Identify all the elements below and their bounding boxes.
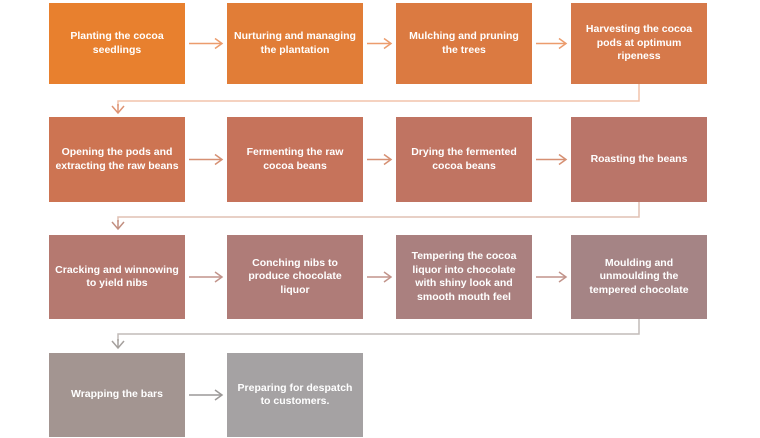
step-opening: Opening the pods and extracting the raw … — [49, 117, 185, 202]
arrow-nurturing-mulching — [367, 37, 393, 50]
arrow-planting-nurturing — [189, 37, 224, 50]
step-label: Roasting the beans — [590, 152, 688, 165]
step-label: Planting the cocoa seedlings — [70, 30, 164, 56]
step-label: Fermenting the raw cocoa beans — [246, 146, 344, 172]
step-label: Tempering the cocoa liquor into chocolat… — [411, 250, 517, 303]
step-label: Mulching and pruning the trees — [409, 30, 519, 56]
step-despatch: Preparing for despatch to customers. — [227, 353, 363, 437]
arrow-wrapping-despatch — [189, 389, 224, 401]
step-drying: Drying the fermented cocoa beans — [396, 117, 532, 202]
elbow-row3-row4 — [111, 319, 640, 350]
arrow-opening-fermenting — [189, 153, 224, 166]
step-nurturing: Nurturing and managing the plantation — [227, 3, 363, 84]
step-harvesting: Harvesting the cocoa pods at optimum rip… — [571, 3, 707, 84]
arrow-fermenting-drying — [367, 153, 393, 166]
arrow-tempering-moulding — [536, 271, 568, 283]
arrow-drying-roasting — [536, 153, 568, 166]
step-label: Wrapping the bars — [71, 388, 163, 401]
step-conching: Conching nibs to produce chocolate liquo… — [227, 235, 363, 319]
step-planting: Planting the cocoa seedlings — [49, 3, 185, 84]
step-label: Moulding and unmoulding the tempered cho… — [589, 256, 689, 296]
step-roasting: Roasting the beans — [571, 117, 707, 202]
step-mulching: Mulching and pruning the trees — [396, 3, 532, 84]
elbow-row1-row2 — [111, 84, 640, 115]
step-moulding: Moulding and unmoulding the tempered cho… — [571, 235, 707, 319]
step-label: Cracking and winnowing to yield nibs — [55, 263, 179, 290]
step-wrapping: Wrapping the bars — [49, 353, 185, 437]
arrow-conching-tempering — [367, 271, 393, 283]
step-fermenting: Fermenting the raw cocoa beans — [227, 117, 363, 202]
elbow-row2-row3 — [111, 202, 640, 231]
step-label: Opening the pods and extracting the raw … — [55, 146, 179, 172]
step-label: Drying the fermented cocoa beans — [411, 146, 517, 172]
step-label: Nurturing and managing the plantation — [234, 30, 356, 56]
arrow-mulching-harvesting — [536, 37, 568, 50]
step-tempering: Tempering the cocoa liquor into chocolat… — [396, 235, 532, 319]
step-label: Harvesting the cocoa pods at optimum rip… — [585, 23, 693, 63]
step-label: Conching nibs to produce chocolate liquo… — [248, 256, 342, 296]
step-label: Preparing for despatch to customers. — [237, 381, 353, 408]
arrow-cracking-conching — [189, 271, 224, 283]
step-cracking: Cracking and winnowing to yield nibs — [49, 235, 185, 319]
